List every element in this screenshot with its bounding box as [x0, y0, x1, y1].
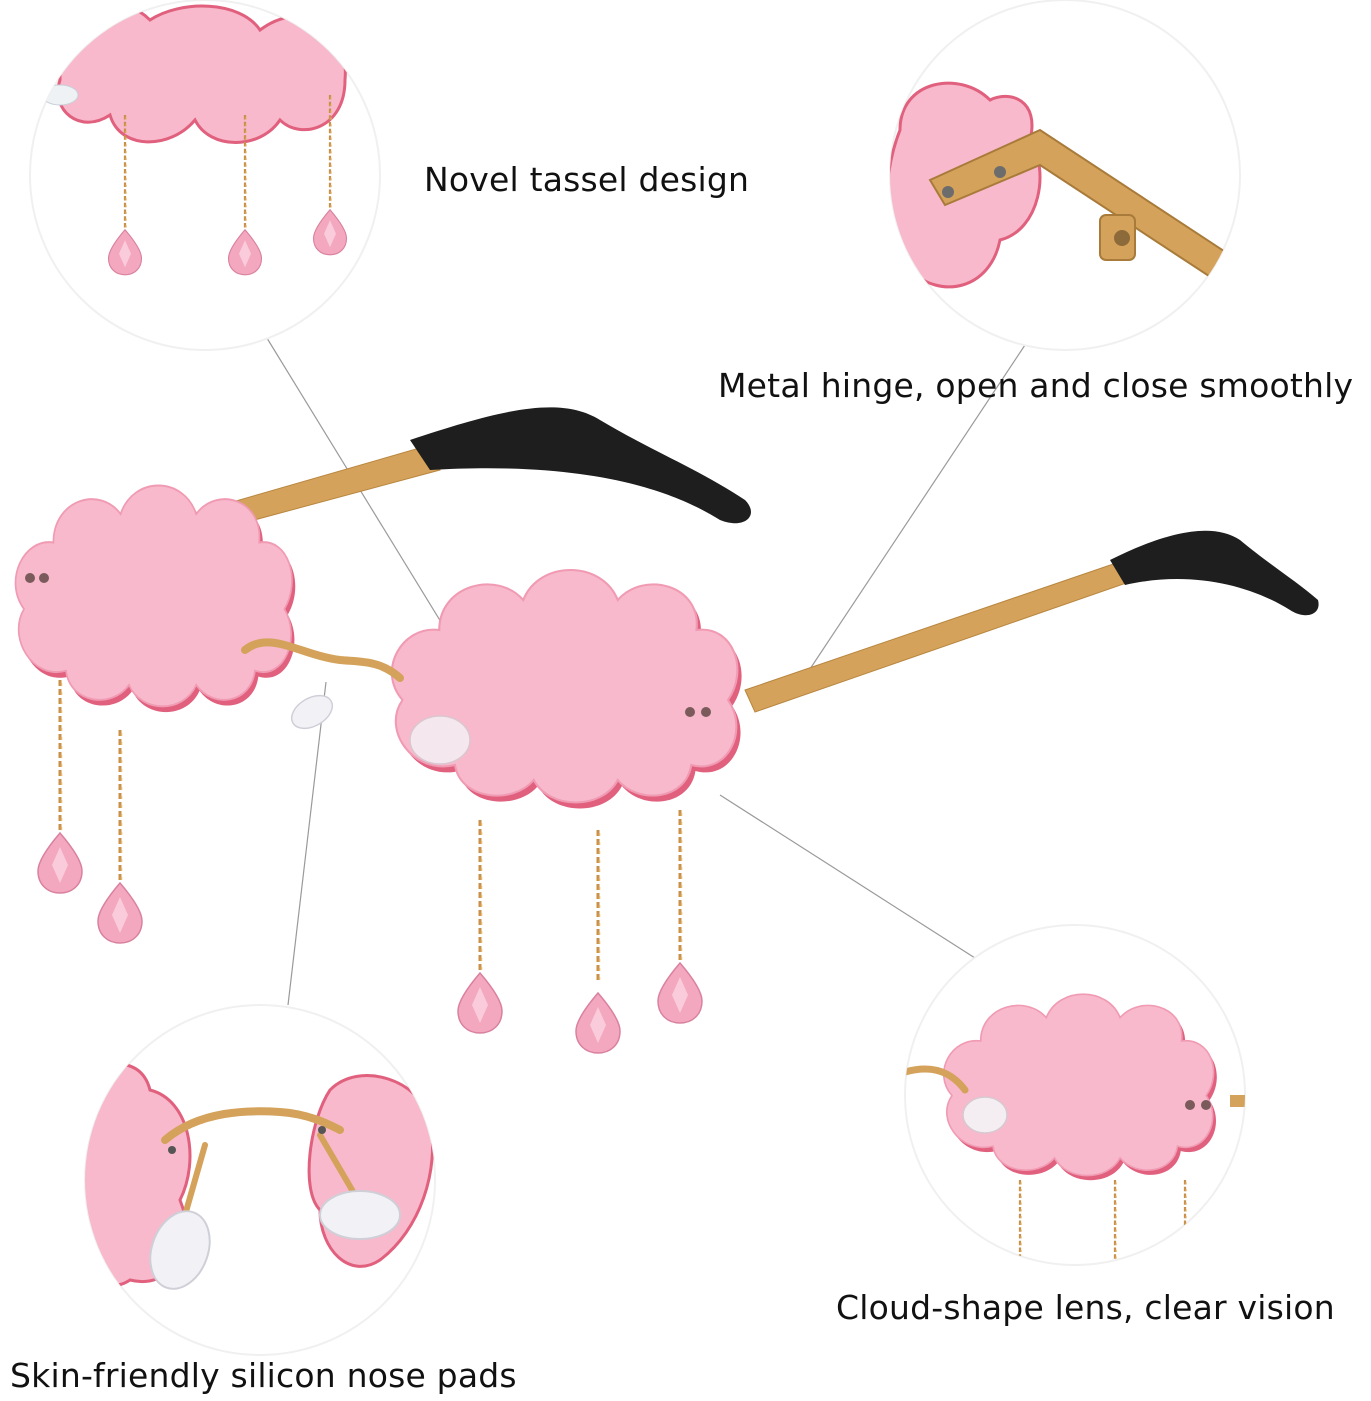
metal-hinge-icon [889, 0, 1241, 351]
caption-lens: Cloud-shape lens, clear vision [836, 1288, 1335, 1327]
tassel-chain-icon [29, 0, 381, 351]
nose-pad-icon [84, 1004, 436, 1356]
caption-hinge: Metal hinge, open and close smoothly [718, 366, 1354, 405]
cloud-lens-icon [904, 924, 1246, 1266]
cloud-sunglasses-icon [14, 407, 1319, 1054]
caption-nose-pads: Skin-friendly silicon nose pads [10, 1356, 517, 1395]
caption-tassel: Novel tassel design [424, 160, 750, 199]
